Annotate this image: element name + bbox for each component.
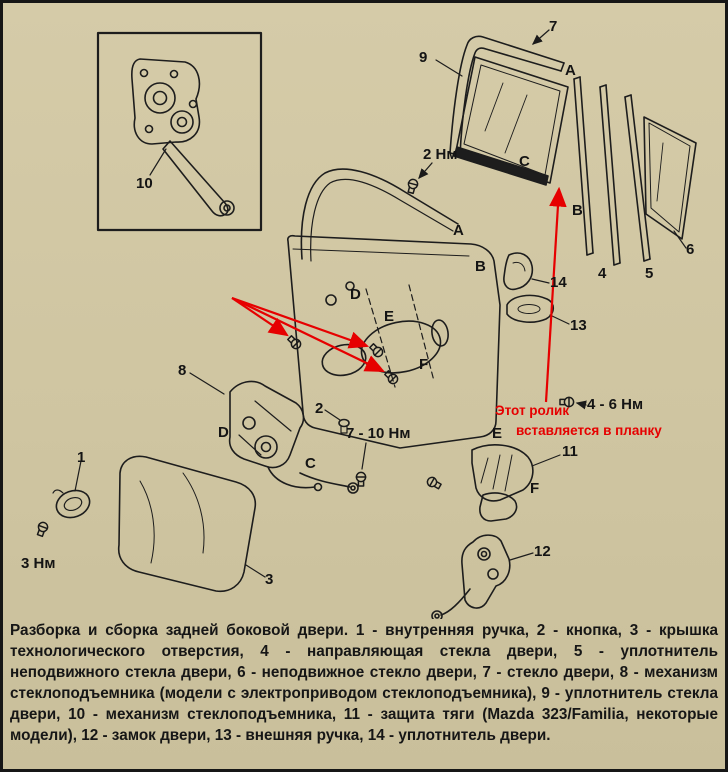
inner-handle-drawing xyxy=(52,460,91,519)
torque-label-4-6nm: 4 - 6 Нм xyxy=(587,396,644,413)
door-lock-drawing xyxy=(431,534,534,619)
zone-label-b-strip: B xyxy=(572,202,583,219)
part-label-10: 10 xyxy=(136,175,153,192)
zone-label-f-bracket: F xyxy=(530,480,540,497)
inset-box xyxy=(96,31,263,232)
part-label-12: 12 xyxy=(534,543,551,560)
part-label-5: 5 xyxy=(645,265,654,282)
bolt-2nm xyxy=(405,162,433,195)
fixed-glass-drawing xyxy=(643,116,697,249)
door-weatherstrip-drawing xyxy=(503,252,550,291)
part-label-6: 6 xyxy=(686,241,695,258)
outer-handle-drawing xyxy=(506,294,570,325)
part-label-14: 14 xyxy=(550,274,567,291)
figure-caption: Разборка и сборка задней боковой двери. … xyxy=(10,622,718,744)
power-window-regulator-drawing xyxy=(131,58,235,217)
door-mount-bolts xyxy=(285,333,401,387)
zone-label-f-door: F xyxy=(419,356,429,373)
part-label-7: 7 xyxy=(549,18,558,35)
cover-plate-drawing xyxy=(117,455,266,593)
window-regulator-drawing xyxy=(189,372,359,494)
part-label-2: 2 xyxy=(315,400,324,417)
part-label-13: 13 xyxy=(570,317,587,334)
zone-label-c-cable: C xyxy=(305,455,316,472)
torque-label-2nm: 2 Нм xyxy=(423,146,458,163)
red-note-line1: Этот ролик xyxy=(495,403,570,418)
part-label-1: 1 xyxy=(77,449,86,466)
part-label-3: 3 xyxy=(265,571,274,588)
zone-label-e-bracket: E xyxy=(492,425,503,442)
bolt-4-6nm xyxy=(559,396,587,410)
door-glass-drawing xyxy=(453,29,569,186)
zone-label-d-door: D xyxy=(350,286,361,303)
torque-label-7-10nm: 7 - 10 Нм xyxy=(346,425,411,442)
lock-button-drawing xyxy=(324,409,350,434)
bolt-3nm xyxy=(34,520,50,538)
part-label-8: 8 xyxy=(178,362,187,379)
line-art xyxy=(34,29,697,619)
part-label-11: 11 xyxy=(562,443,578,460)
part-label-9: 9 xyxy=(419,49,428,66)
rod-protector-drawing xyxy=(424,444,561,522)
torque-label-3nm: 3 Нм xyxy=(21,555,56,572)
zone-label-a-strip: A xyxy=(565,62,576,79)
glass-run-channel-drawing xyxy=(435,35,565,156)
zone-label-d-mech: D xyxy=(218,424,229,441)
bolt-7-10nm xyxy=(355,442,367,487)
door-shell-drawing xyxy=(287,168,501,449)
part-label-4: 4 xyxy=(598,265,607,282)
zone-label-e-door: E xyxy=(384,308,395,325)
zone-label-b-door: B xyxy=(475,258,486,275)
red-annotation-arrows xyxy=(231,186,567,403)
zone-label-a-door: A xyxy=(453,222,464,239)
exploded-view-diagram: 7 9 A C B 2 Нм A B 14 13 6 5 4 D E F 10 … xyxy=(3,3,725,619)
zone-label-c-glass: C xyxy=(519,153,530,170)
glass-guide-strips-drawing xyxy=(573,76,651,266)
red-note-line2: вставляется в планку xyxy=(516,423,662,438)
